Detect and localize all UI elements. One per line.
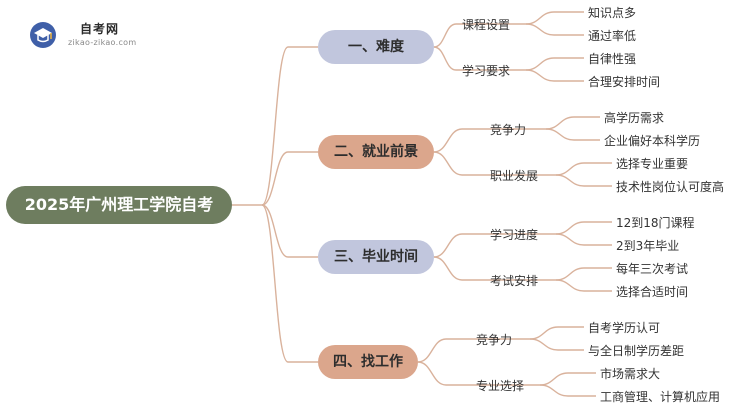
branch-employment-prospects: 二、就业前景 xyxy=(318,135,434,169)
leaf-graduation-years: 2到3年毕业 xyxy=(616,239,680,253)
leaf-self-study-recognition: 自考学历认可 xyxy=(588,321,661,335)
logo-url: zikao-zikao.com xyxy=(68,38,137,47)
sub-study-progress: 学习进度 xyxy=(490,228,539,242)
leaf-low-pass-rate: 通过率低 xyxy=(588,29,637,43)
sub-competitiveness-2: 竞争力 xyxy=(476,333,513,347)
sub-exam-schedule: 考试安排 xyxy=(490,274,539,288)
leaf-course-count: 12到18门课程 xyxy=(616,216,695,230)
leaf-bachelor-preference: 企业偏好本科学历 xyxy=(604,134,701,148)
site-logo[interactable]: 自考网 zikao-zikao.com xyxy=(30,18,140,54)
leaf-schedule-time: 合理安排时间 xyxy=(588,75,661,89)
leaf-market-demand: 市场需求大 xyxy=(600,367,661,381)
leaf-choose-time: 选择合适时间 xyxy=(616,285,689,299)
logo-title: 自考网 xyxy=(80,22,120,36)
sub-study-requirements: 学习要求 xyxy=(462,64,511,78)
sub-competitiveness: 竞争力 xyxy=(490,123,527,137)
leaf-high-degree-demand: 高学历需求 xyxy=(604,111,665,125)
leaf-gap-with-fulltime: 与全日制学历差距 xyxy=(588,344,685,358)
leaf-strong-self-discipline: 自律性强 xyxy=(588,52,637,66)
graduation-cap-icon xyxy=(30,22,56,48)
leaf-business-computer: 工商管理、计算机应用 xyxy=(600,390,721,404)
root-node: 2025年广州理工学院自考 xyxy=(6,186,232,224)
leaf-three-exams-yearly: 每年三次考试 xyxy=(616,262,689,276)
branch-difficulty: 一、难度 xyxy=(318,30,434,64)
sub-career-development: 职业发展 xyxy=(490,169,539,183)
sub-course-setup: 课程设置 xyxy=(462,18,511,32)
sub-major-selection: 专业选择 xyxy=(476,379,525,393)
leaf-many-knowledge-points: 知识点多 xyxy=(588,6,637,20)
leaf-technical-positions: 技术性岗位认可度高 xyxy=(616,180,725,194)
branch-graduation-time: 三、毕业时间 xyxy=(318,240,434,274)
branch-job-search: 四、找工作 xyxy=(318,345,418,379)
leaf-major-choice-important: 选择专业重要 xyxy=(616,157,689,171)
